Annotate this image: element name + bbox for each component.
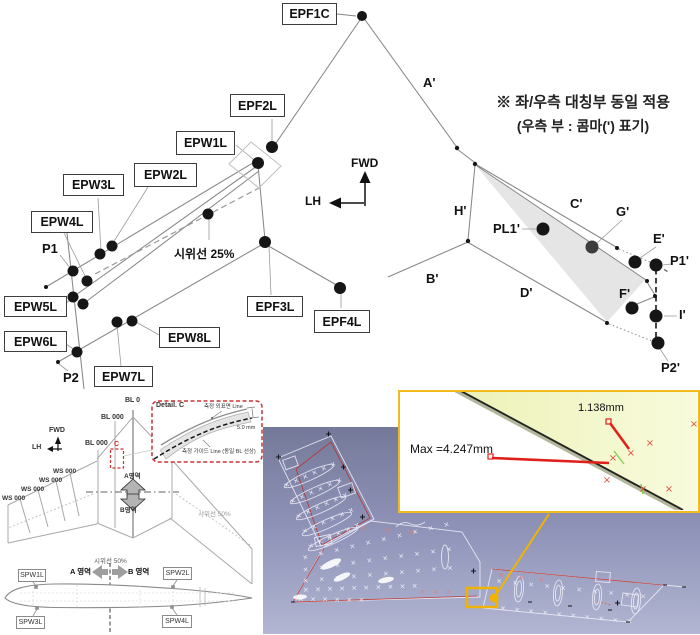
point-label-f-prime: F' <box>619 286 631 301</box>
point-label-p2: P2 <box>63 370 79 385</box>
point-label-a-prime: A' <box>423 75 436 90</box>
zoom-highlight <box>465 513 550 609</box>
lh-label-planform: LH <box>32 444 42 451</box>
label-spw1l: SPW1L <box>20 572 44 579</box>
ws-label: WS 000 <box>39 477 63 484</box>
fwd-lh-compass <box>329 171 371 209</box>
airfoil-section <box>4 563 253 633</box>
cad-tick-marks <box>276 431 686 623</box>
chord-50-label-wing: 시위선 50% <box>198 511 231 518</box>
ws-label: WS 000 <box>21 486 45 493</box>
label-epw6l: EPW6L <box>13 334 58 349</box>
label-box-epw8l: EPW8L <box>159 327 220 348</box>
label-box-epw1l: EPW1L <box>176 131 235 155</box>
point-label-e-prime: E' <box>653 231 665 246</box>
lh-label: LH <box>305 194 321 208</box>
label-epw7l: EPW7L <box>101 369 146 384</box>
label-box-epw5l: EPW5L <box>4 296 67 317</box>
cad-zoom-inset: × × × × × × × 1.138mm Max =4.247mm <box>398 390 700 513</box>
detail-c-title: Detail. C <box>156 402 185 409</box>
region-a-label: A영역 <box>124 473 141 480</box>
symmetry-note-line2: (우측 부 : 콤마(') 표기) <box>516 118 650 134</box>
label-epf2l: EPF2L <box>238 98 277 113</box>
point-label-i-prime: I' <box>679 307 686 322</box>
skin-surface <box>461 392 697 510</box>
label-box-epf3l: EPF3L <box>247 296 303 317</box>
red-x-mark: × <box>639 484 647 495</box>
label-epf3l: EPF3L <box>255 299 295 314</box>
red-x-mark: × <box>603 475 611 486</box>
bl0-label: BL 0 <box>125 397 141 404</box>
detail-guide-line-label: 측정 가이드 Line (동일 BL 선상) <box>182 449 256 455</box>
chord-50-label-airfoil: 시위선 50% <box>94 558 127 565</box>
label-spw3l: SPW3L <box>18 619 43 626</box>
fwd-label-planform: FWD <box>49 427 65 434</box>
ws-label: WS 000 <box>2 495 26 502</box>
label-epw1l: EPW1L <box>183 136 228 150</box>
label-epf4l: EPF4L <box>322 314 362 329</box>
red-x-mark: × <box>627 448 635 459</box>
x-marks-row: × × × × × × <box>298 595 366 604</box>
point-label-h-prime: H' <box>454 203 467 218</box>
label-epw3l: EPW3L <box>71 178 116 192</box>
ws-label: WS 000 <box>53 468 77 475</box>
red-x-mark: × <box>646 438 654 449</box>
red-x-mark: × <box>609 453 617 464</box>
label-box-spw4l: SPW4L <box>162 615 192 628</box>
point-label-pl1-prime: PL1' <box>493 221 520 236</box>
bl000-label: BL 000 <box>85 440 108 447</box>
label-box-epw4l: EPW4L <box>31 211 93 233</box>
red-x-mark: × <box>690 419 697 430</box>
point-label-b-prime: B' <box>426 271 439 286</box>
detail-surface-line-label: 측정 외표면 Line <box>204 404 243 410</box>
label-epw8l: EPW8L <box>167 330 212 345</box>
label-box-epf1c: EPF1C <box>282 3 337 25</box>
label-box-epw3l: EPW3L <box>63 174 124 196</box>
region-a-label-airfoil: A 영역 <box>70 567 92 576</box>
red-x-mark: × <box>665 484 673 495</box>
label-box-epw7l: EPW7L <box>94 366 153 387</box>
label-epf1c: EPF1C <box>289 7 330 21</box>
deviation-marks: × × × × × × × <box>487 418 697 495</box>
label-box-epf2l: EPF2L <box>230 94 285 117</box>
point-label-d-prime: D' <box>520 285 533 300</box>
label-spw4l: SPW4L <box>165 618 189 625</box>
detail-gap-label: 5.0 mm <box>237 425 256 431</box>
left-wing-wireframe <box>45 13 475 390</box>
surface-edge-line <box>460 392 684 510</box>
label-box-spw2l: SPW2L <box>163 567 192 580</box>
label-epw2l: EPW2L <box>143 168 188 182</box>
label-box-epw2l: EPW2L <box>134 163 197 187</box>
point-label-c-prime: C' <box>570 196 583 211</box>
bl000-label: BL 000 <box>101 414 124 421</box>
inset-artwork: × × × × × × × <box>454 392 697 510</box>
region-b-label-airfoil: B 영역 <box>128 567 150 576</box>
label-box-epf4l: EPF4L <box>314 310 370 333</box>
label-epw5l: EPW5L <box>13 299 58 314</box>
measurement-point-nodes <box>44 11 665 364</box>
chord-25-label: 시위선 25% <box>174 247 235 261</box>
fwd-label: FWD <box>351 156 379 170</box>
measure-value-max: Max =4.247mm <box>410 442 494 456</box>
label-box-epw6l: EPW6L <box>4 331 67 352</box>
label-box-spw3l: SPW3L <box>16 616 45 629</box>
label-spw2l: SPW2L <box>165 570 190 577</box>
label-epw4l: EPW4L <box>40 215 84 229</box>
label-box-spw1l: SPW1L <box>18 569 46 582</box>
point-label-p2-prime: P2' <box>661 360 680 375</box>
measure-value-small: 1.138mm <box>578 402 624 414</box>
red-x-marks-row: × × × <box>420 589 454 596</box>
point-label-p1-prime: P1' <box>670 253 689 268</box>
symmetry-note-line1: ※ 좌/우측 대칭부 동일 적용 <box>496 94 670 111</box>
point-label-p1: P1 <box>42 241 58 256</box>
region-b-label: B영역 <box>120 507 137 514</box>
point-label-g-prime: G' <box>616 204 630 219</box>
detail-c-mark: C <box>114 441 120 448</box>
detail-c-callout <box>151 400 263 463</box>
